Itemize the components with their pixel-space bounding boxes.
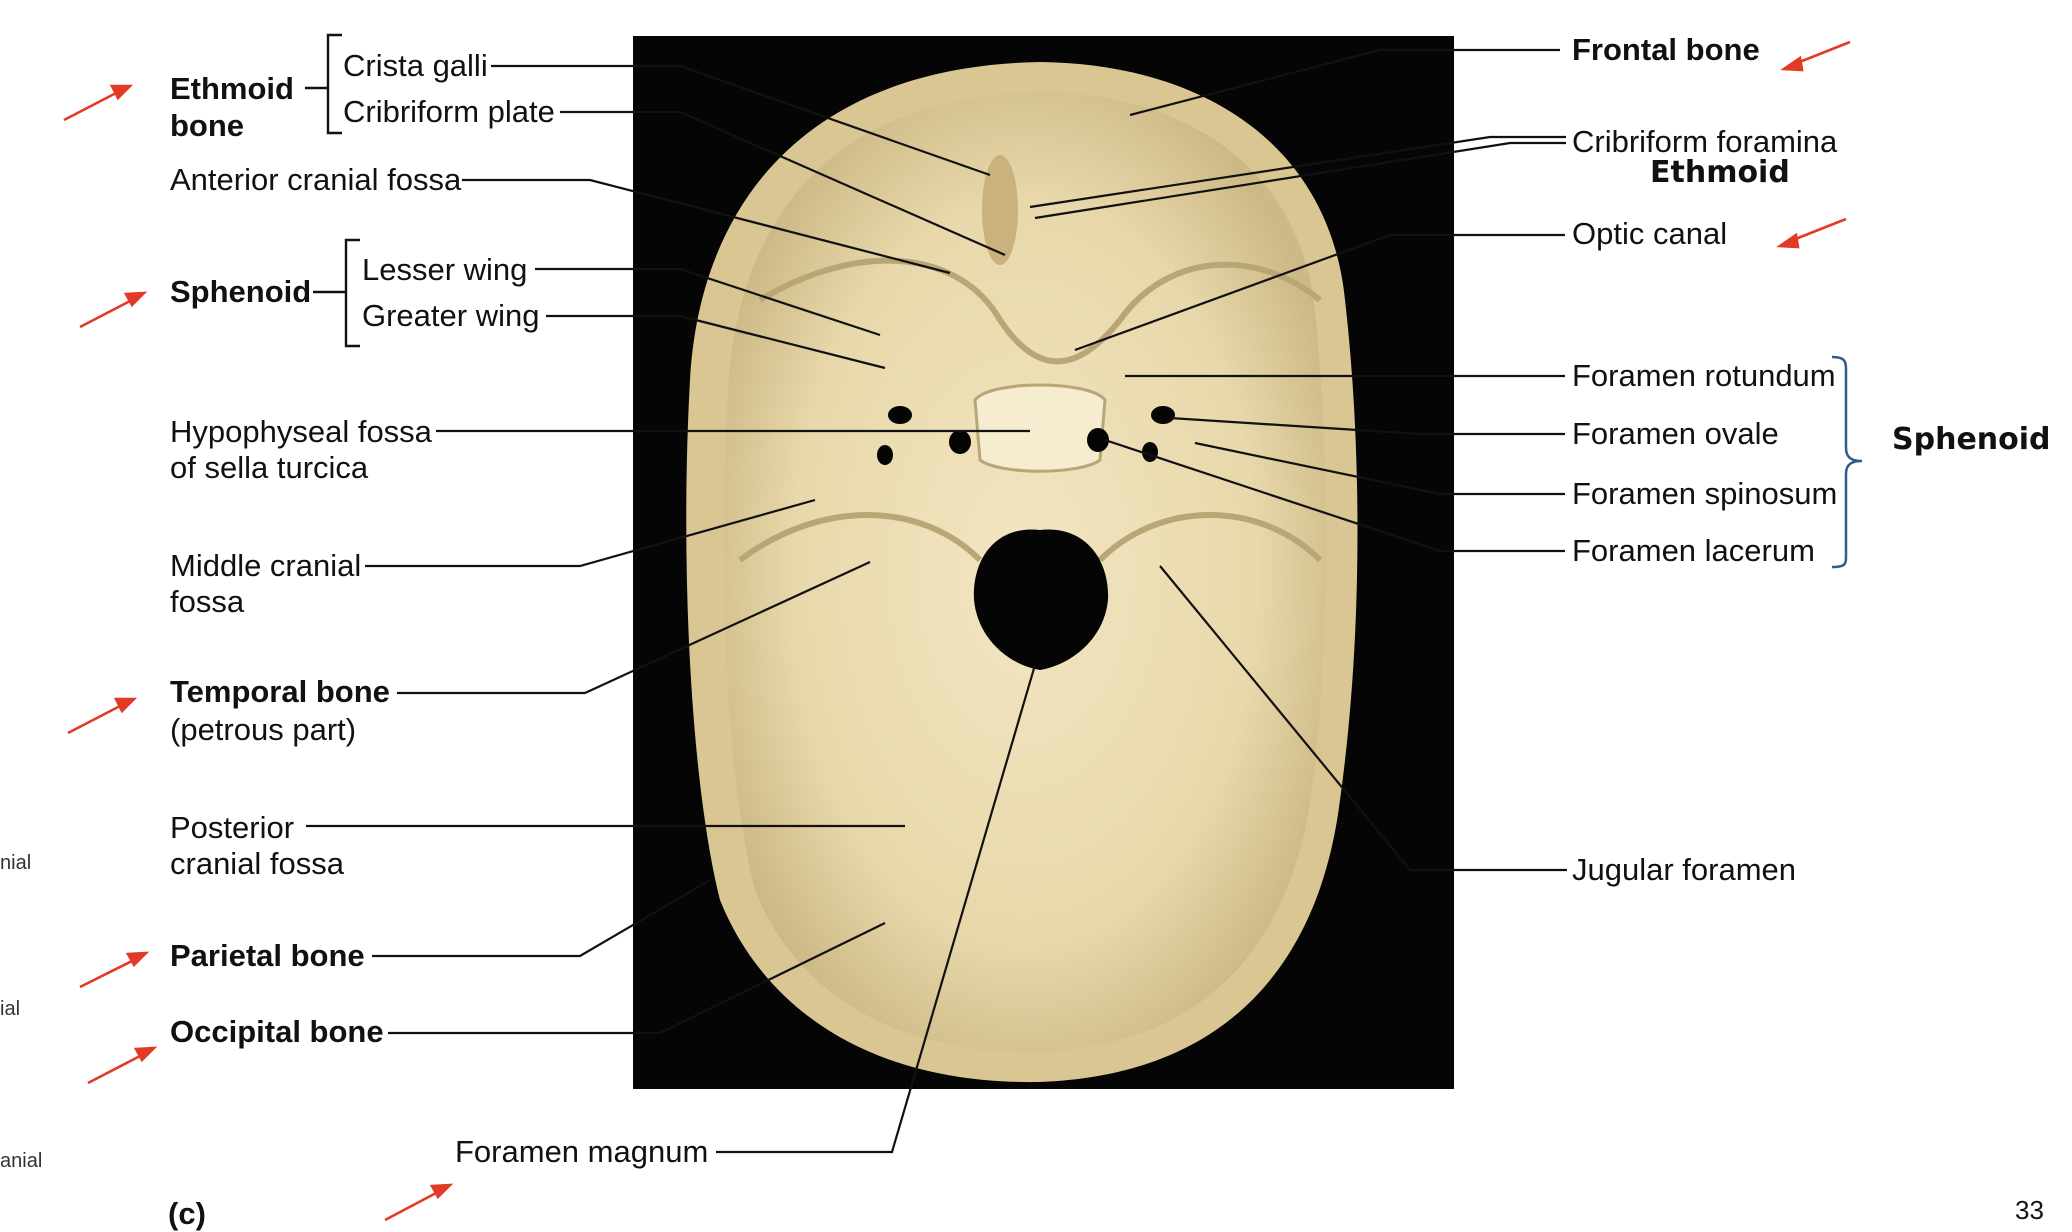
label-parietal-bone: Parietal bone (170, 938, 365, 973)
label-hypophyseal-fossa: Hypophyseal fossa of sella turcica (170, 414, 432, 485)
label-petrous-part: (petrous part) (170, 712, 357, 747)
skull-illustration (686, 62, 1358, 1083)
foramen-ovale-right (1151, 406, 1175, 424)
arrow-sphenoid (79, 291, 148, 329)
arrow-parietal (79, 951, 150, 989)
sphenoid-bracket (313, 238, 360, 348)
crista-ridge (982, 155, 1018, 265)
label-foramen-spinosum: Foramen spinosum (1572, 476, 1838, 511)
ethmoid-bracket (305, 33, 342, 135)
label-foramen-ovale: Foramen ovale (1572, 416, 1779, 451)
label-cribriform-foramina: Cribriform foramina (1572, 124, 1838, 159)
label-foramen-magnum: Foramen magnum (455, 1134, 709, 1169)
note-ethmoid: Ethmoid (1650, 155, 1790, 190)
leader-lines (306, 48, 1567, 1154)
label-occipital-bone: Occipital bone (170, 1014, 384, 1049)
line-foramen-spinosum (1194, 441, 1565, 496)
foramen-ovale-left (888, 406, 912, 424)
rotundum-left (877, 445, 893, 465)
line-anterior-cranial-fossa (462, 178, 951, 275)
line-foramen-magnum (716, 664, 1037, 1154)
line-jugular-foramen (1159, 565, 1567, 872)
arrow-ethmoid (63, 84, 134, 122)
label-lesser-wing: Lesser wing (362, 252, 528, 287)
label-ethmoid-bone: Ethmoid bone (170, 71, 294, 143)
panel-letter: (c) (168, 1196, 206, 1231)
line-temporal-bone (397, 561, 871, 695)
label-frontal-bone: Frontal bone (1572, 32, 1760, 67)
left-fragment-2: ial (0, 998, 21, 1020)
red-arrows (63, 40, 1851, 1222)
left-fragment-1: nial (0, 852, 32, 874)
page-number: 33 (2015, 1195, 2044, 1225)
left-fragment-3: anial (0, 1150, 43, 1172)
frontal-ridge (758, 257, 1322, 365)
label-crista-galli: Crista galli (343, 48, 488, 83)
label-optic-canal: Optic canal (1572, 216, 1728, 251)
foramen-magnum (973, 529, 1109, 670)
line-parietal-bone (372, 879, 711, 958)
line-occipital-bone (388, 922, 886, 1035)
line-foramen-lacerum (1104, 438, 1565, 553)
line-optic-canal (1074, 233, 1565, 352)
sphenoid-brace (1831, 355, 1863, 569)
line-foramen-ovale (1169, 416, 1565, 436)
arrow-frontal (1780, 40, 1851, 72)
arrow-optic (1776, 217, 1847, 249)
label-jugular-foramen: Jugular foramen (1572, 852, 1797, 887)
line-greater-wing (546, 314, 886, 370)
label-foramen-rotundum: Foramen rotundum (1572, 358, 1836, 393)
line-lesser-wing (535, 267, 881, 337)
note-sphenoid-group: Sphenoid (1892, 422, 2051, 457)
line-middle-cranial-fossa (365, 498, 816, 568)
arrow-occipital (87, 1046, 158, 1085)
label-sphenoid: Sphenoid (170, 274, 312, 309)
foramen-lacerum-left (949, 430, 971, 454)
label-foramen-lacerum: Foramen lacerum (1572, 533, 1815, 568)
label-greater-wing: Greater wing (362, 298, 540, 333)
label-posterior-cranial-fossa: Posterior cranial fossa (170, 810, 345, 881)
label-middle-cranial-fossa: Middle cranial fossa (170, 548, 362, 619)
petrous-ridge (738, 512, 1323, 563)
label-temporal-bone: Temporal bone (170, 674, 390, 709)
label-anterior-cranial-fossa: Anterior cranial fossa (170, 162, 462, 197)
line-crista-galli (491, 64, 991, 177)
line-cribriform-foramina-2 (1034, 141, 1566, 220)
line-cribriform-plate (560, 110, 1006, 257)
arrow-foramen-magnum (384, 1183, 454, 1222)
left-brackets (305, 33, 360, 348)
line-frontal-bone (1129, 48, 1560, 117)
sella (973, 383, 1107, 473)
arrow-temporal (67, 697, 138, 735)
foramen-lacerum-right (1087, 428, 1109, 452)
label-cribriform-plate: Cribriform plate (343, 94, 555, 129)
line-cribriform-foramina-1 (1029, 135, 1566, 209)
